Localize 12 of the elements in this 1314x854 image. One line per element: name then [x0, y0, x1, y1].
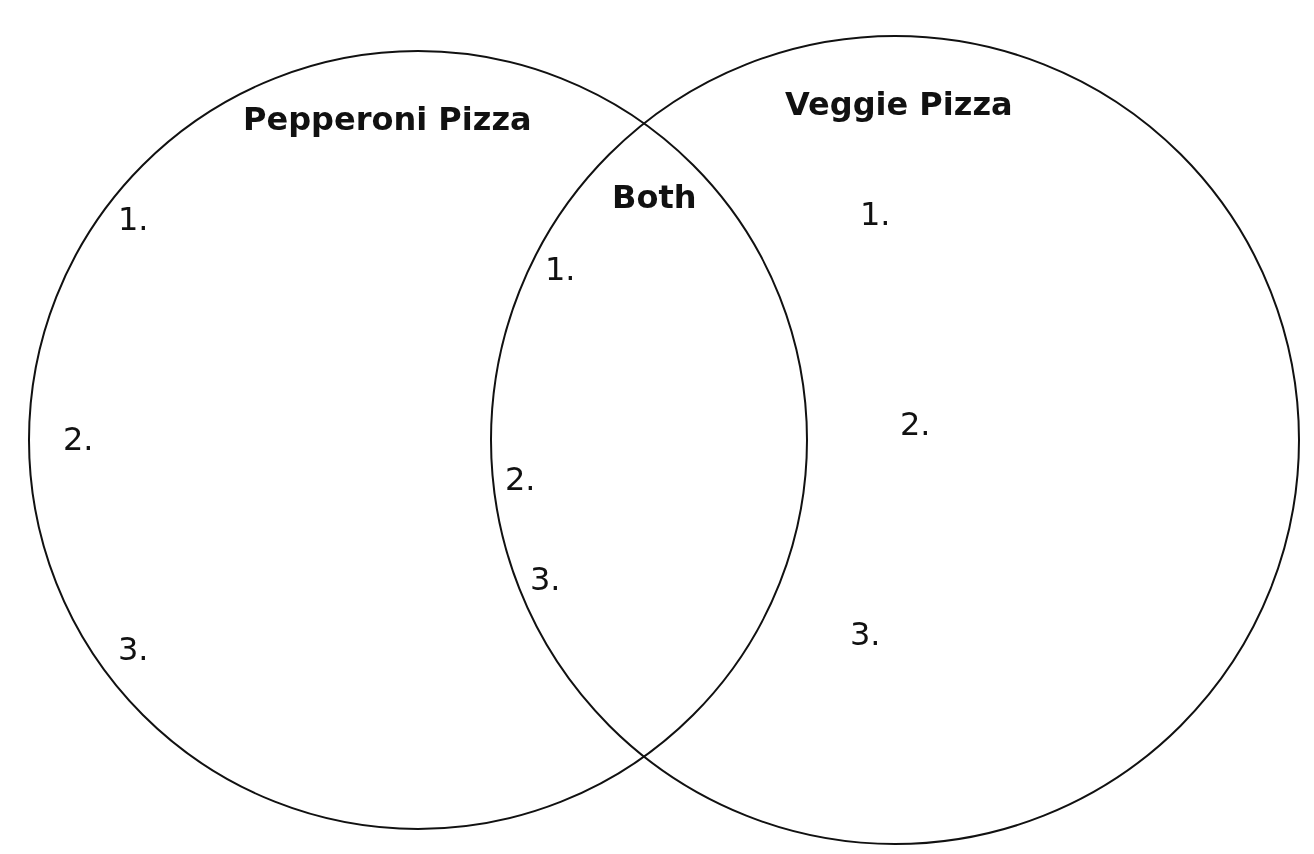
list-number: 1. — [545, 250, 576, 288]
list-number: 2. — [900, 405, 931, 443]
circle-title: Veggie Pizza — [785, 85, 1013, 123]
list-number: 3. — [118, 630, 149, 668]
circle-title: Pepperoni Pizza — [243, 100, 532, 138]
list-number: 2. — [63, 420, 94, 458]
list-number: 1. — [118, 200, 149, 238]
list-number: 3. — [850, 615, 881, 653]
list-number: 2. — [505, 460, 536, 498]
list-number: 3. — [530, 560, 561, 598]
region-title: Both — [612, 178, 697, 216]
list-number: 1. — [860, 195, 891, 233]
